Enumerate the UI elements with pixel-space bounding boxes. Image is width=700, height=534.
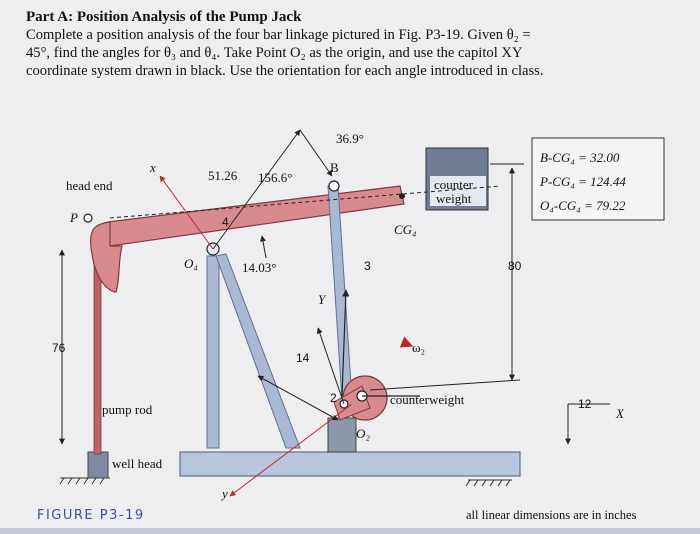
- label-CG4: CG₄: [394, 222, 417, 237]
- base-platform: [179, 451, 521, 477]
- axis-Y-big: [341, 289, 350, 397]
- label-weight: weight: [436, 191, 472, 206]
- label-head-end: head end: [66, 178, 113, 193]
- dim-ext-80-bot: [369, 379, 521, 391]
- label-14-03: 14.03°: [242, 260, 276, 275]
- label-omega2: ω₂: [412, 340, 425, 355]
- problem-heading: Part A: Position Analysis of the Pump Ja…: [26, 9, 302, 25]
- label-counterweight: counterweight: [390, 392, 465, 407]
- pin-P: [83, 213, 93, 223]
- label-12: 12: [578, 397, 592, 411]
- samson-post-front: [206, 255, 220, 449]
- omega-arrow: [399, 336, 414, 348]
- dim-line-14: [257, 375, 339, 421]
- label-pump-rod: pump rod: [102, 402, 153, 417]
- units-note: all linear dimensions are in inches: [466, 508, 637, 522]
- label-link4: 4: [222, 215, 229, 229]
- axis-link2-dir: [316, 327, 345, 405]
- ground-hatch-right: [465, 479, 512, 487]
- crank-pedestal: [327, 417, 357, 453]
- label-O2: O₂: [356, 426, 370, 441]
- label-80: 80: [508, 259, 522, 273]
- label-counter: counter: [434, 177, 474, 192]
- label-link2: 2: [330, 391, 337, 405]
- dim-line-51-26: [212, 129, 301, 250]
- label-156-6: 156.6°: [258, 170, 292, 185]
- label-76: 76: [52, 341, 66, 355]
- dim-line-14-03: [260, 235, 267, 259]
- problem-line-3: coordinate system drawn in black. Use th…: [26, 63, 544, 79]
- well-head-block: [87, 451, 109, 479]
- label-y-small: y: [220, 486, 228, 501]
- label-B: B: [330, 160, 339, 175]
- samson-post-leg: [215, 253, 301, 449]
- label-51-26: 51.26: [208, 168, 238, 183]
- label-x-small: x: [149, 160, 156, 175]
- figure-caption: FIGURE P3-19: [37, 508, 145, 523]
- problem-line-2: 45°, find the angles for θ₃ and θ₄. Take…: [26, 45, 523, 61]
- label-link3: 3: [364, 259, 371, 273]
- label-14: 14: [296, 351, 310, 365]
- walking-beam: [107, 185, 405, 247]
- ground-hatch-left: [59, 477, 110, 485]
- dimension-table-box: [531, 137, 665, 221]
- bottom-rule: [0, 528, 700, 534]
- dim-line-36-9: [299, 129, 333, 177]
- horse-head: [89, 221, 123, 293]
- problem-statement: Part A: Position Analysis of the Pump Ja…: [26, 8, 676, 80]
- dim-beam-ref: [109, 185, 501, 219]
- axis-x-small: [159, 175, 214, 250]
- label-X: X: [615, 406, 625, 421]
- label-well-head: well head: [112, 456, 163, 471]
- dimension-row-1: B-CG₄ = 32.00: [540, 150, 620, 165]
- pin-CG4: [399, 193, 405, 199]
- dimension-row-3: O₄-CG₄ = 79.22: [540, 198, 626, 213]
- label-O4: O₄: [184, 256, 198, 271]
- label-36-9: 36.9°: [336, 131, 364, 146]
- label-Y: Y: [318, 292, 327, 307]
- problem-line-1: Complete a position analysis of the four…: [26, 27, 531, 43]
- pin-B: [328, 180, 340, 192]
- dimension-row-2: P-CG₄ = 124.44: [539, 174, 626, 189]
- label-P: P: [69, 210, 78, 225]
